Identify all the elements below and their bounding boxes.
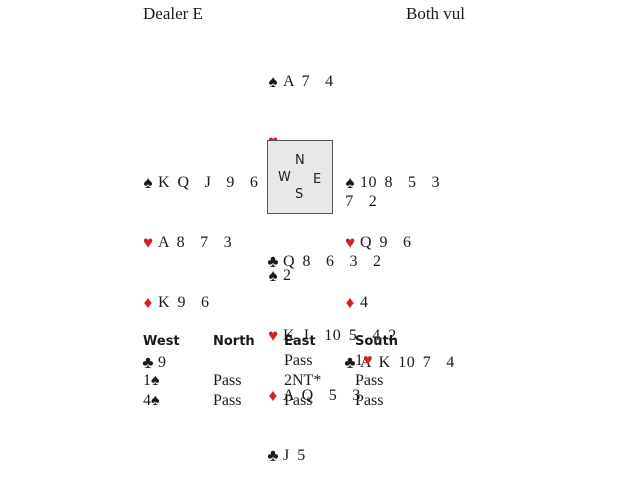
east-spades: 10 8 5 3 <box>360 174 440 191</box>
diamond-icon: ♦ <box>345 293 355 312</box>
north-spades: A 7 4 <box>283 73 334 90</box>
bid-cell: 2NT* <box>284 372 322 389</box>
compass-south: S <box>295 187 304 202</box>
bid-header-south: South <box>355 334 399 349</box>
compass-box: N W E S <box>267 140 333 214</box>
club-icon: ♣ <box>267 252 279 271</box>
bid-cell: Pass <box>284 392 313 409</box>
south-spades: 2 <box>283 267 292 284</box>
south-clubs: J 5 <box>283 447 306 464</box>
vulnerability-label: Both vul <box>406 4 466 23</box>
spade-icon: ♠ <box>151 372 160 389</box>
bid-header-north: North <box>213 334 255 349</box>
heart-icon: ♥ <box>344 233 356 252</box>
heart-icon: ♥ <box>267 326 279 345</box>
bid-cell: Pass <box>213 392 242 409</box>
bid-cell: 1♠ <box>143 372 160 389</box>
south-hearts: K J 10 5 4 2 <box>283 327 397 344</box>
diamond-icon: ♦ <box>268 386 278 405</box>
spade-icon: ♠ <box>345 173 355 192</box>
bid-header-east: East <box>284 334 316 349</box>
diamond-icon: ♦ <box>143 293 153 312</box>
west-clubs: 9 <box>158 354 167 371</box>
west-spades: K Q J 9 6 <box>158 174 259 191</box>
bid-cell: Pass <box>284 352 313 369</box>
compass-east: E <box>313 172 322 187</box>
dealer-label: Dealer E <box>143 4 203 23</box>
bid-cell: Pass <box>355 372 384 389</box>
spade-icon: ♠ <box>143 173 153 192</box>
heart-icon: ♥ <box>363 352 373 369</box>
compass-north: N <box>295 153 305 168</box>
west-hand: ♠ K Q J 9 6 ♥A 8 7 3 ♦ K 9 6 ♣9 <box>141 135 258 393</box>
spade-icon: ♠ <box>268 72 278 91</box>
bid-cell: Pass <box>213 372 242 389</box>
club-icon: ♣ <box>267 446 279 465</box>
club-icon: ♣ <box>344 353 356 372</box>
north-clubs: Q 8 6 3 2 <box>283 253 382 270</box>
heart-icon: ♥ <box>142 233 154 252</box>
bid-cell: Pass <box>355 392 384 409</box>
spade-icon: ♠ <box>151 392 160 409</box>
compass-west: W <box>278 170 291 185</box>
east-hearts: Q 9 6 <box>360 234 412 251</box>
bid-cell: 4♠ <box>143 392 160 409</box>
spade-icon: ♠ <box>268 266 278 285</box>
east-diamonds: 4 <box>360 294 369 311</box>
bid-header-west: West <box>143 334 180 349</box>
club-icon: ♣ <box>142 353 154 372</box>
east-hand: ♠10 8 5 3 ♥Q 9 6 ♦4 ♣A K 10 7 4 <box>343 135 455 393</box>
bid-cell: 1♥ <box>355 352 373 369</box>
south-diamonds: A Q 5 3 <box>283 387 361 404</box>
west-hearts: A 8 7 3 <box>158 234 233 251</box>
east-clubs: A K 10 7 4 <box>360 354 455 371</box>
west-diamonds: K 9 6 <box>158 294 210 311</box>
